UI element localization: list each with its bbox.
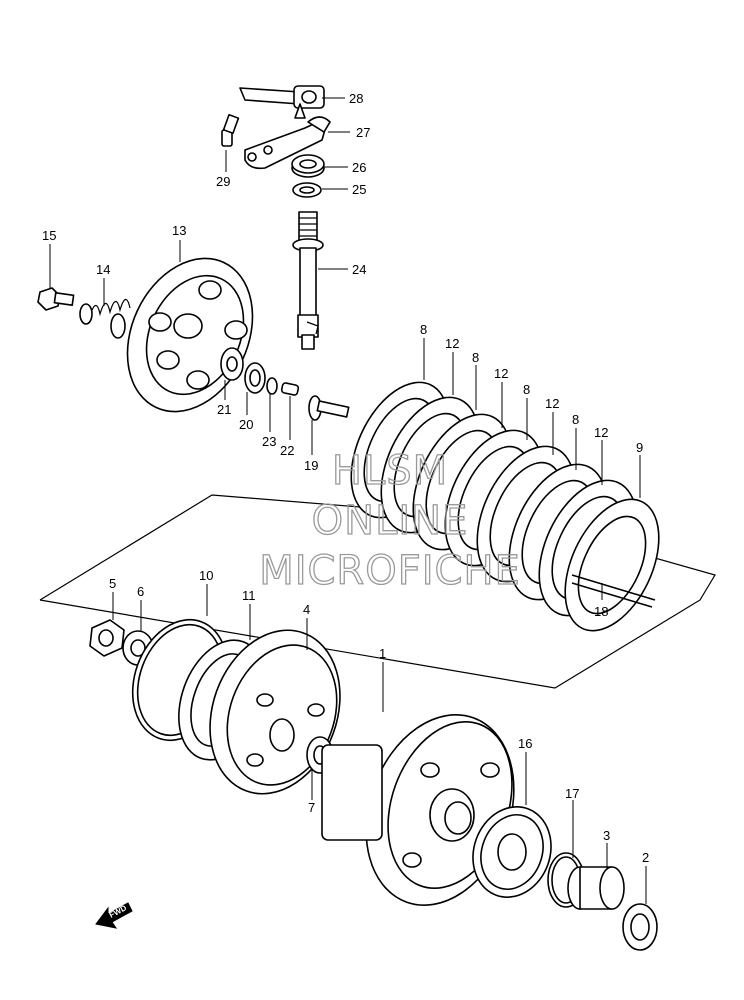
callout-3: 3 [603,828,610,843]
push-piece-19 [308,395,350,421]
watermark: HLSM ONLINE MICROFICHE [259,447,521,594]
callout-19: 19 [304,458,318,473]
callout-24: 24 [352,262,366,277]
callout-5: 5 [109,576,116,591]
washer-21 [220,347,244,381]
bolt-15 [37,287,75,311]
watermark-line3: MICROFICHE [259,548,521,594]
callout-12a: 12 [445,336,459,351]
callout-13: 13 [172,223,186,238]
callout-12d: 12 [594,425,608,440]
callout-18: 18 [594,604,608,619]
pressure-plate-13 [126,257,254,413]
release-arm-28 [239,85,325,119]
release-lever-27 [244,116,331,170]
callout-12c: 12 [545,396,559,411]
release-shaft-24 [292,211,324,350]
callout-9: 9 [636,440,643,455]
callout-26: 26 [352,160,366,175]
callout-1: 1 [379,646,386,661]
callout-4: 4 [303,602,310,617]
washer-25 [292,182,322,198]
callout-27: 27 [356,125,370,140]
callout-14: 14 [96,262,110,277]
watermark-line1: HLSM [332,448,448,494]
callout-16: 16 [518,736,532,751]
leader-lines [49,97,647,904]
callout-22: 22 [280,443,294,458]
callout-6: 6 [137,584,144,599]
bolt-29 [221,113,240,147]
bearing-26 [291,154,325,178]
callout-10: 10 [199,568,213,583]
callout-17: 17 [565,786,579,801]
callout-20: 20 [239,417,253,432]
bearing-20 [244,362,266,394]
pin-22 [280,382,300,396]
callout-12b: 12 [494,366,508,381]
spacer-3 [567,866,625,910]
callouts: 28 27 26 25 29 24 15 14 13 21 20 23 22 1… [42,91,649,865]
clutch-plate-stack [350,381,660,632]
oil-pump-drive-gear-16 [472,806,552,898]
callout-15: 15 [42,228,56,243]
callout-7: 7 [308,800,315,815]
callout-11: 11 [242,588,256,603]
callout-21: 21 [217,402,231,417]
forward-arrow-icon: FWD [95,902,133,929]
washer-2 [622,903,658,951]
callout-8b: 8 [472,350,479,365]
nut-5 [89,619,125,657]
callout-23: 23 [262,434,276,449]
callout-29: 29 [216,174,230,189]
callout-8c: 8 [523,382,530,397]
callout-2: 2 [642,850,649,865]
callout-25: 25 [352,182,366,197]
callout-8a: 8 [420,322,427,337]
callout-8d: 8 [572,412,579,427]
washer-23 [266,377,278,395]
spring-14 [79,298,131,339]
push-rod-18 [571,574,656,608]
watermark-line2: ONLINE [312,498,469,544]
exploded-view-outline [39,494,716,689]
callout-28: 28 [349,91,363,106]
